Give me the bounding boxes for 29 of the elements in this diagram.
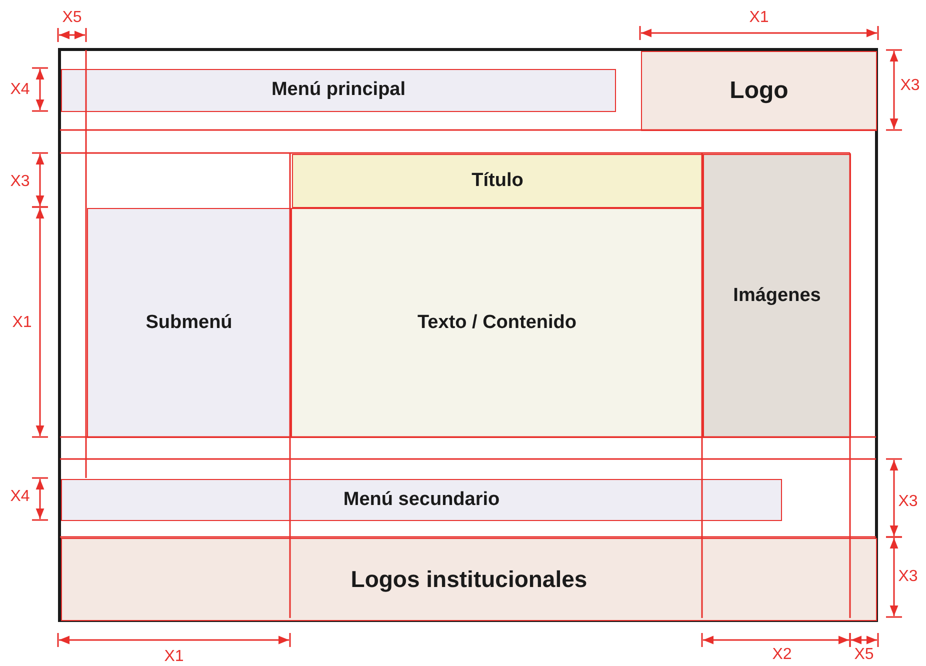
dimension-label: X1 — [164, 649, 184, 665]
dimension-label: X2 — [772, 647, 792, 663]
dimension-label: X3 — [898, 494, 918, 510]
dimension-label: X3 — [10, 174, 30, 190]
dimension-label: X4 — [10, 489, 30, 505]
region-label: Logos institucionales — [350, 565, 588, 594]
footer-block — [61, 538, 877, 621]
region-label: Logo — [730, 76, 788, 106]
region-label: Menú principal — [271, 78, 406, 102]
dimension-label: X3 — [898, 569, 918, 585]
secondary-menu-region — [61, 479, 782, 521]
dimension-label: X3 — [900, 78, 920, 94]
region-label: Texto / Contenido — [417, 310, 577, 335]
content-region — [291, 208, 703, 438]
region-label: Imágenes — [733, 284, 821, 308]
dimension-label: X4 — [10, 82, 30, 98]
region-label: Submenú — [146, 310, 232, 335]
main-menu-region — [61, 69, 616, 112]
region-label: Título — [472, 168, 524, 193]
submenu-region — [87, 208, 291, 438]
dimension-label: X5 — [62, 10, 82, 26]
images-region — [703, 154, 851, 438]
dimension-label: X1 — [12, 315, 32, 331]
region-label: Menú secundario — [343, 488, 500, 512]
page-frame — [58, 48, 878, 622]
header-corner-block — [641, 51, 877, 131]
dimension-label: X5 — [854, 647, 874, 663]
dimension-label: X1 — [749, 10, 769, 26]
title-region — [292, 154, 703, 208]
